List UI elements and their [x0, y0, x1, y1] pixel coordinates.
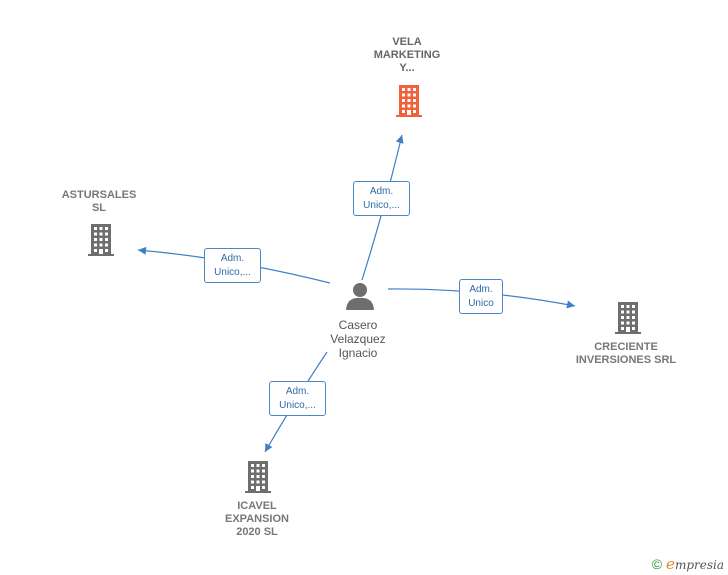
arrowhead-icon	[395, 135, 404, 144]
edge-label-line: Adm.	[220, 253, 245, 264]
edge-label-line: Unico	[468, 298, 494, 309]
brand-logo[interactable]: empresia	[666, 555, 724, 573]
building-icon[interactable]	[245, 461, 271, 493]
label-line: Velazquez	[330, 332, 386, 346]
label-line: ICAVEL	[237, 500, 277, 512]
arrowhead-icon	[265, 443, 273, 452]
building-icon[interactable]	[88, 224, 114, 256]
edge-label-line: Unico,...	[363, 200, 400, 211]
edge-label-icavel[interactable]: Adm. Unico,...	[269, 381, 326, 416]
building-icon[interactable]	[396, 85, 422, 117]
edge-label-vela[interactable]: Adm. Unico,...	[353, 181, 410, 216]
label-line: Casero	[338, 318, 378, 332]
label-line: SL	[91, 202, 107, 214]
label-line: CRECIENTE	[594, 341, 658, 353]
copyright-symbol: ©	[651, 556, 663, 572]
edge-label-line: Adm.	[285, 386, 310, 397]
label-line: Y...	[399, 62, 415, 74]
building-icon[interactable]	[615, 302, 641, 334]
label-line: Ignacio	[338, 346, 378, 360]
label-line: ASTURSALES	[61, 189, 137, 201]
edge-label-line: Unico,...	[279, 400, 316, 411]
label-line: INVERSIONES SRL	[575, 354, 677, 366]
edge-label-line: Unico,...	[214, 267, 251, 278]
label-line: EXPANSION	[225, 513, 289, 525]
arrowhead-icon	[138, 246, 147, 255]
edge-label-line: Adm.	[469, 284, 493, 295]
footer[interactable]: © empresia	[652, 555, 724, 573]
label-line: 2020 SL	[236, 526, 278, 538]
edge-label-astursales[interactable]: Adm. Unico,...	[204, 248, 261, 283]
person-icon[interactable]	[346, 283, 374, 310]
label-line: MARKETING	[373, 49, 441, 61]
label-line: VELA	[392, 36, 422, 48]
edge-label-creciente[interactable]: Adm. Unico	[459, 279, 503, 314]
arrowhead-icon	[566, 300, 575, 309]
edge-label-line: Adm.	[369, 186, 394, 197]
